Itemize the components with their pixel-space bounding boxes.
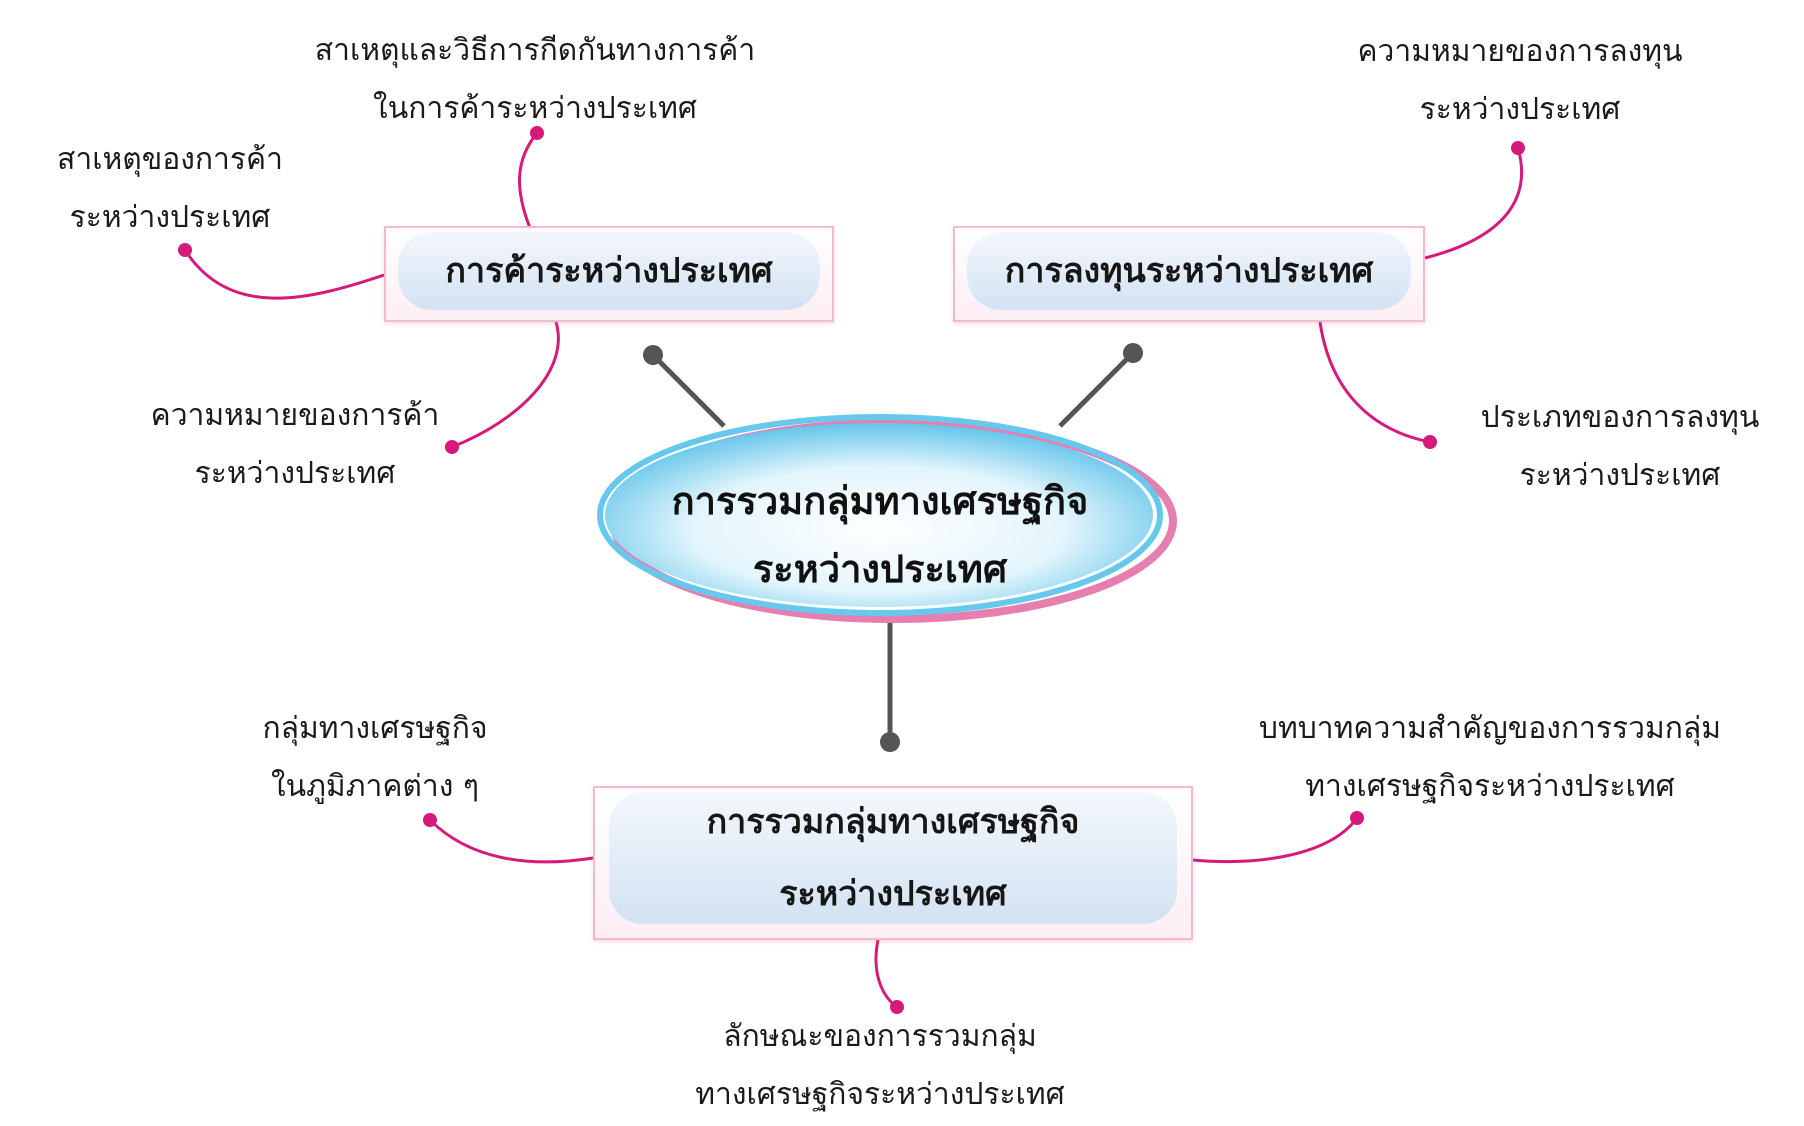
subtopic-regional-groups-line2: ในภูมิภาคต่าง ๆ	[270, 769, 480, 804]
central-topic-line1: การรวมกลุ่มทางเศรษฐกิจ	[671, 479, 1089, 523]
topic-investment-label: การลงทุนระหว่างประเทศ	[1004, 251, 1374, 291]
connector-dot-trade-barriers	[530, 126, 544, 140]
center-ellipse	[605, 423, 1153, 607]
connector-trade-causes	[183, 249, 385, 300]
connector-trade-barriers	[518, 132, 539, 229]
subtopic-trade-causes-line1: สาเหตุของการค้า	[57, 142, 283, 177]
subtopic-investment-meaning-line1: ความหมายของการลงทุน	[1357, 34, 1683, 69]
spoke-dot-trade	[643, 345, 663, 365]
connector-integration-role	[1192, 817, 1359, 864]
subtopic-trade-meaning: ความหมายของการค้า ระหว่างประเทศ	[140, 387, 450, 503]
subtopic-integration-characteristics: ลักษณะของการรวมกลุ่ม ทางเศรษฐกิจระหว่างป…	[650, 1008, 1110, 1124]
connector-dot-integration-characteristics	[890, 1000, 904, 1014]
subtopic-trade-causes-line2: ระหว่างประเทศ	[69, 200, 271, 235]
topic-trade-label: การค้าระหว่างประเทศ	[445, 251, 773, 291]
connector-dot-integration-role	[1350, 811, 1364, 825]
subtopic-integration-role-line2: ทางเศรษฐกิจระหว่างประเทศ	[1305, 769, 1675, 804]
subtopic-integration-characteristics-line2: ทางเศรษฐกิจระหว่างประเทศ	[695, 1077, 1065, 1112]
subtopic-trade-barriers-line2: ในการค้าระหว่างประเทศ	[373, 91, 697, 126]
topic-box-trade: การค้าระหว่างประเทศ	[384, 226, 834, 322]
connector-investment-meaning	[1424, 147, 1524, 260]
connector-regional-groups	[428, 818, 594, 864]
central-topic-line2: ระหว่างประเทศ	[752, 547, 1008, 591]
central-topic: การรวมกลุ่มทางเศรษฐกิจ ระหว่างประเทศ	[600, 455, 1160, 615]
subtopic-integration-role-line1: บทบาทความสำคัญของการรวมกลุ่ม	[1258, 711, 1722, 746]
center-ellipse-blue-rim	[597, 414, 1163, 616]
connector-dot-trade-causes	[178, 243, 192, 257]
subtopic-trade-causes: สาเหตุของการค้า ระหว่างประเทศ	[40, 131, 300, 247]
subtopic-trade-meaning-line2: ระหว่างประเทศ	[194, 456, 396, 491]
subtopic-investment-meaning-line2: ระหว่างประเทศ	[1419, 92, 1621, 127]
spoke-to-investment	[1058, 351, 1135, 428]
topic-integration-line2: ระหว่างประเทศ	[779, 874, 1007, 914]
spoke-dot-integration	[880, 732, 900, 752]
subtopic-regional-groups-line1: กลุ่มทางเศรษฐกิจ	[262, 711, 488, 746]
subtopic-regional-groups: กลุ่มทางเศรษฐกิจ ในภูมิภาคต่าง ๆ	[230, 700, 520, 816]
connector-investment-types	[1318, 321, 1431, 444]
spoke-to-trade	[651, 353, 726, 428]
topic-box-investment: การลงทุนระหว่างประเทศ	[953, 226, 1425, 322]
subtopic-trade-barriers: สาเหตุและวิธีการกีดกันทางการค้า ในการค้า…	[300, 22, 770, 138]
connector-dot-trade-meaning	[445, 440, 459, 454]
connector-dot-regional-groups	[423, 813, 437, 827]
subtopic-investment-types-line1: ประเภทของการลงทุน	[1480, 400, 1760, 435]
connector-dot-investment-types	[1423, 435, 1437, 449]
connector-integration-characteristics	[874, 939, 898, 1009]
subtopic-integration-role: บทบาทความสำคัญของการรวมกลุ่ม ทางเศรษฐกิจ…	[1240, 700, 1740, 816]
subtopic-trade-meaning-line1: ความหมายของการค้า	[150, 398, 440, 433]
subtopic-integration-characteristics-line1: ลักษณะของการรวมกลุ่ม	[723, 1019, 1037, 1054]
topic-box-integration: การรวมกลุ่มทางเศรษฐกิจ ระหว่างประเทศ	[593, 786, 1193, 940]
connector-trade-meaning	[451, 321, 560, 449]
subtopic-investment-types-line2: ระหว่างประเทศ	[1519, 458, 1721, 493]
subtopic-investment-types: ประเภทของการลงทุน ระหว่างประเทศ	[1450, 389, 1790, 505]
connector-dot-investment-meaning	[1511, 141, 1525, 155]
subtopic-investment-meaning: ความหมายของการลงทุน ระหว่างประเทศ	[1340, 23, 1700, 139]
spoke-dot-investment	[1123, 343, 1143, 363]
topic-integration-line1: การรวมกลุ่มทางเศรษฐกิจ	[706, 802, 1080, 842]
subtopic-trade-barriers-line1: สาเหตุและวิธีการกีดกันทางการค้า	[314, 33, 756, 68]
